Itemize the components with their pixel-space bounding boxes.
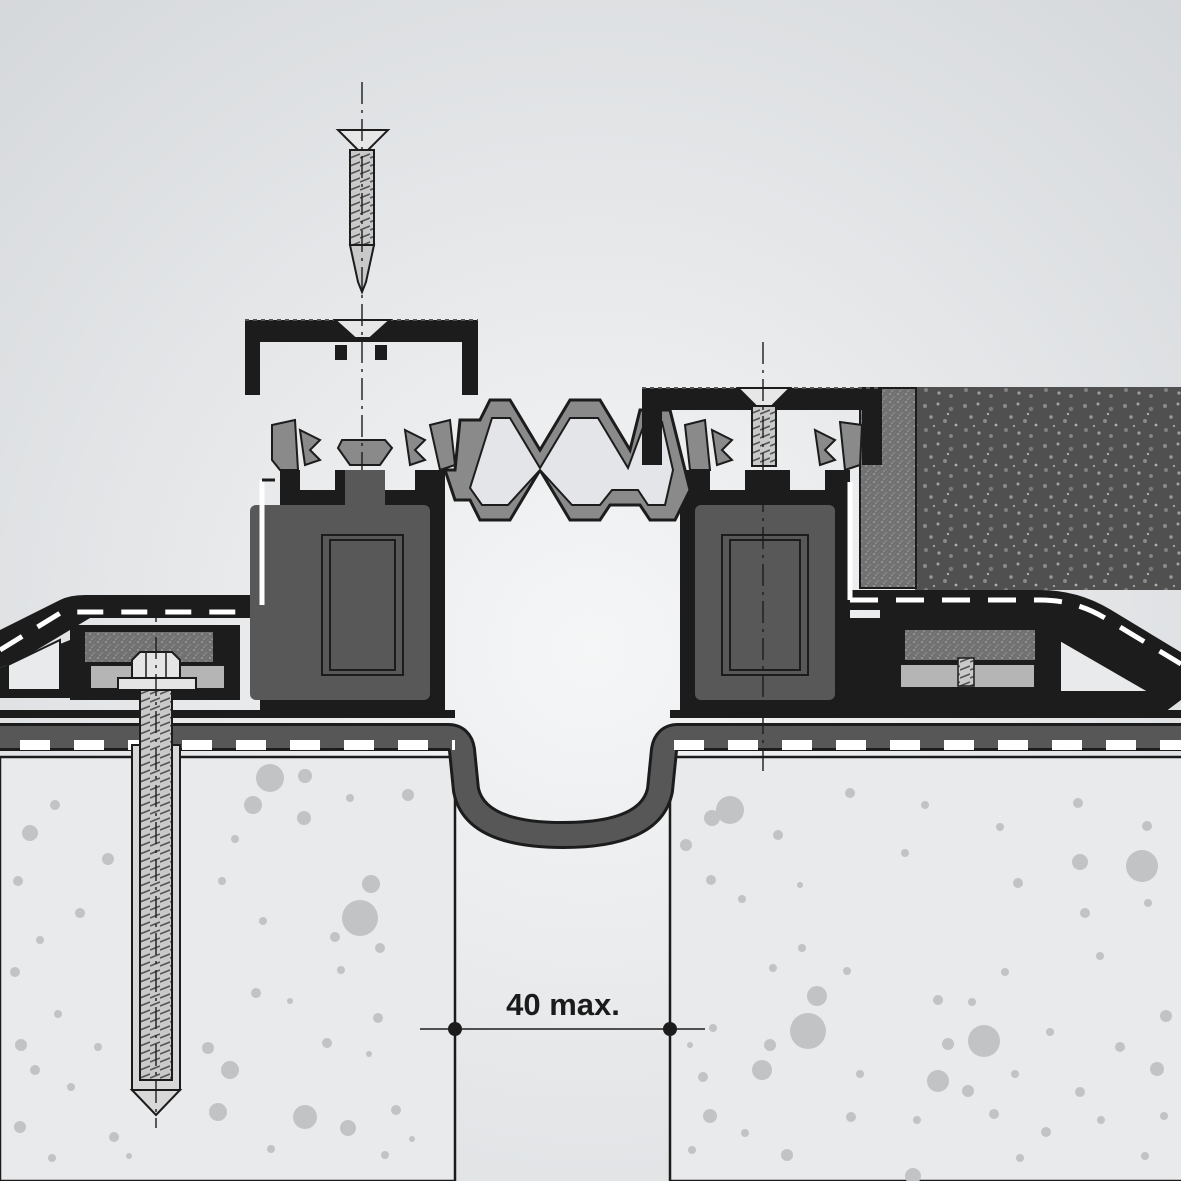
dimension-point-right <box>663 1022 677 1036</box>
concrete-slab-left <box>0 755 457 1181</box>
membrane-bottom <box>0 710 1181 850</box>
center-lines <box>155 82 764 1128</box>
dimension-point-left <box>448 1022 462 1036</box>
gap-dimension: 40 max. <box>420 987 705 1036</box>
right-base-profile <box>680 470 1181 712</box>
screw-installed <box>751 405 777 467</box>
dimension-label: 40 max. <box>506 987 620 1022</box>
elastomer-seal <box>442 398 692 522</box>
anchor-bolt <box>117 651 197 1117</box>
floor-covering <box>859 387 1181 590</box>
concrete-slab-right <box>668 755 1181 1181</box>
right-cover-profile <box>642 387 882 465</box>
left-clip-barbs <box>271 418 457 472</box>
left-cover-profile <box>245 319 478 395</box>
right-clip-barbs <box>683 418 864 472</box>
